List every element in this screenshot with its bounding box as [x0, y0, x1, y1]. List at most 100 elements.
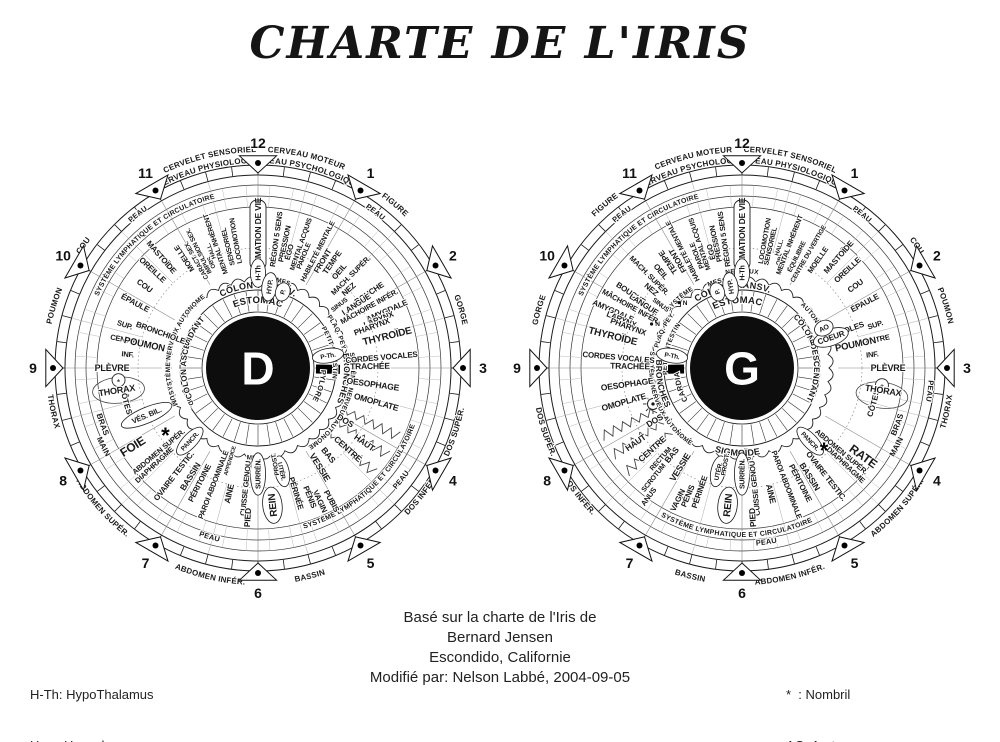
stomach-spoke: [195, 401, 213, 414]
half-hour-sector-line: [72, 318, 143, 338]
tick-mark: [933, 392, 943, 395]
fine-sector-line: [137, 488, 153, 506]
organ-label-p: P.: [279, 288, 287, 295]
hour-triangle-marker: [831, 536, 866, 563]
fine-sector-line: [899, 399, 922, 404]
organ-label-oesophage: OESOPHAGE: [600, 375, 654, 392]
outer-rim-label-peau: PEAU: [126, 204, 149, 224]
half-hour-sector-line: [826, 452, 878, 504]
stomach-spoke: [787, 322, 805, 335]
hour-number-6: 6: [254, 585, 262, 601]
stomach-spoke: [798, 355, 819, 360]
outer-rim-label-peau: PEAU: [851, 204, 874, 224]
stomach-spoke: [729, 424, 734, 445]
stomach-spoke: [750, 424, 755, 445]
attribution-line: Modifié par: Nelson Labbé, 2004-09-05: [369, 669, 631, 686]
hour-number-7: 7: [142, 555, 150, 571]
stomach-spoke: [696, 413, 709, 431]
tick-mark: [581, 244, 589, 251]
hour-number-8: 8: [543, 472, 551, 488]
tick-mark: [282, 559, 285, 569]
organ-label-pl-vre: PLÈVRE: [95, 363, 130, 373]
fine-sector-line: [640, 501, 653, 521]
stomach-spoke: [665, 376, 686, 381]
hour-number-3: 3: [479, 360, 487, 376]
hour-dot-marker: [460, 365, 466, 371]
stomach-spoke: [750, 291, 755, 312]
label-oval-box: [709, 455, 727, 488]
label-oval-box: [656, 347, 689, 364]
organ-label-cou: COU: [846, 277, 866, 295]
n-marker-dot: [649, 322, 654, 326]
legend-abbreviations-right: * : Nombril AO: Aorte Pl. Sol. Plexus So…: [786, 652, 954, 742]
fine-sector-line: [156, 501, 169, 521]
label-oval-box: [250, 452, 266, 496]
hour-sector-line: [340, 415, 425, 465]
attribution-line: Bernard Jensen: [447, 629, 553, 646]
tick-mark: [449, 341, 459, 344]
tick-mark: [449, 392, 459, 395]
fine-sector-line: [391, 266, 411, 279]
hour-number-1: 1: [367, 165, 375, 181]
hour-number-7: 7: [626, 555, 634, 571]
fine-sector-line: [752, 528, 755, 551]
fine-sector-line: [729, 185, 732, 208]
hour-sector-line: [824, 271, 909, 321]
pupil-letter: D: [241, 343, 274, 395]
label-oval-box: [814, 319, 834, 337]
organ-label-thorax: THORAX: [98, 383, 136, 399]
hour-dot-marker: [432, 262, 439, 269]
organ-label-p: P.: [714, 288, 722, 295]
hour-sector-line: [789, 450, 839, 535]
fine-sector-line: [706, 525, 711, 548]
attribution-line: Basé sur la charte de l'Iris de: [403, 609, 597, 626]
pupil-G: [690, 316, 794, 420]
half-hour-sector-line: [857, 318, 928, 338]
hour-sector-line: [824, 415, 909, 465]
organ-label-pied: PIED: [747, 508, 758, 528]
plexus-solaire-dot: [651, 402, 655, 406]
tick-mark: [411, 244, 419, 251]
hour-dot-marker: [916, 262, 923, 269]
tick-mark: [715, 167, 718, 177]
ring-label-main: MAIN: [95, 435, 112, 458]
circle-asterisk-icon: *: [880, 382, 884, 392]
fine-sector-line: [78, 332, 101, 337]
tick-mark: [62, 315, 72, 319]
tick-mark: [394, 504, 402, 512]
hour-triangle-marker: [426, 457, 453, 492]
label-oval-box: [717, 486, 738, 524]
tick-mark: [114, 504, 122, 512]
fine-sector-line: [577, 286, 598, 298]
ring-label-cardia: CARDIA: [672, 371, 690, 404]
stomach-spoke: [696, 305, 709, 323]
nerve-zigzag-line: [613, 421, 665, 460]
hour-number-8: 8: [59, 472, 67, 488]
stomach-spoke: [668, 343, 688, 351]
tick-mark: [895, 485, 903, 492]
fine-sector-line: [562, 399, 585, 404]
fine-sector-line: [559, 378, 582, 381]
fine-sector-line: [156, 215, 169, 235]
organ-label-sup: SUP.: [866, 318, 884, 331]
fine-sector-line: [75, 378, 98, 381]
outer-rim-label-peau: PEAU: [391, 469, 411, 491]
fine-sector-line: [559, 355, 582, 358]
tick-mark: [231, 559, 234, 569]
tick-mark: [57, 341, 67, 344]
nerve-zigzag-line: [338, 419, 391, 458]
tick-mark: [307, 172, 311, 182]
n-marker-dot: [677, 301, 681, 305]
stomach-spoke: [792, 332, 811, 343]
label-oval-box: [734, 258, 750, 288]
hour-sector-line: [340, 271, 425, 321]
fine-sector-line: [309, 194, 318, 216]
fine-sector-line: [862, 247, 880, 263]
ring-label-pylore: PYLORE: [311, 369, 328, 403]
fine-sector-line: [105, 266, 125, 279]
hour-dot-marker: [561, 262, 568, 269]
organ-label-sup: SUP.: [116, 318, 134, 331]
fine-sector-line: [418, 378, 441, 381]
